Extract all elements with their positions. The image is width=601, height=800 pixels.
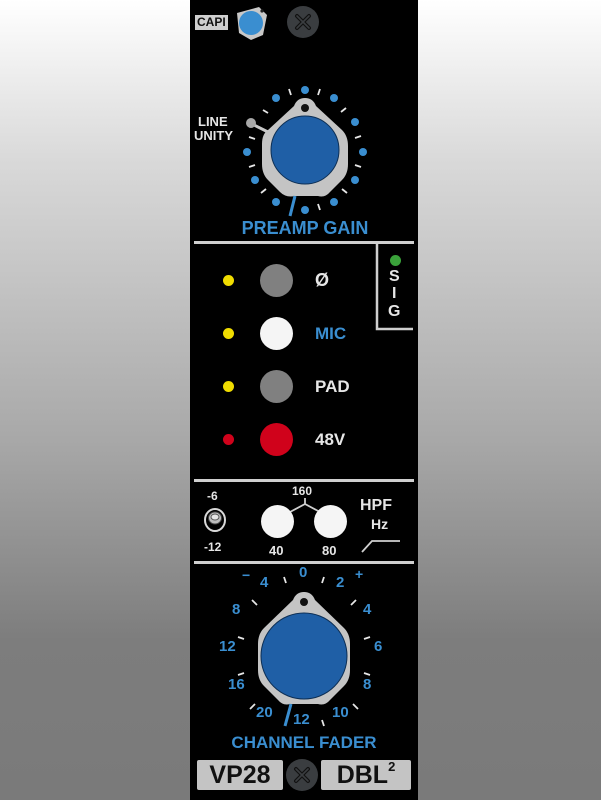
preamp-gain-title: PREAMP GAIN: [241, 218, 369, 238]
fader-scale-right-1: 4: [363, 601, 372, 618]
hpf-slope-toggle[interactable]: [203, 507, 227, 533]
hpf-80hz-button[interactable]: [314, 505, 347, 538]
preamp-gain-knob[interactable]: [230, 82, 380, 222]
hpf-160-label: 160: [292, 484, 313, 498]
fader-scale-left-1: 8: [232, 601, 241, 618]
fader-scale-left-4: 20: [256, 704, 273, 721]
module-panel: CAPI: [190, 0, 418, 800]
hpf-combine-connector: [289, 498, 321, 513]
top-mounting-screw: [287, 6, 319, 38]
fader-scale-top: 0: [299, 564, 308, 581]
phantom-label: 48V: [315, 430, 346, 449]
divider-middle: [194, 479, 414, 482]
hpf-title: HPF: [360, 497, 392, 514]
mic-button[interactable]: [260, 317, 293, 350]
unity-label: UNITY: [194, 128, 233, 143]
gain-scale-dots: [243, 86, 367, 214]
fader-plus-sign: +: [355, 566, 364, 582]
hpf-80-label: 80: [322, 543, 337, 558]
sig-letter-i: I: [392, 285, 397, 302]
phase-invert-button[interactable]: [260, 264, 293, 297]
divider-bottom: [194, 561, 414, 564]
phantom-led: [223, 434, 234, 445]
fader-scale-right-2: 6: [374, 638, 383, 655]
variant-nameplate: DBL2: [321, 760, 411, 790]
gain-scale-ticks: [248, 88, 362, 211]
model-label: VP28: [209, 761, 271, 789]
sig-box-outline: [375, 243, 413, 331]
bottom-mounting-screw: [286, 759, 318, 791]
model-nameplate: VP28: [197, 760, 283, 790]
brand-label: CAPI: [195, 15, 228, 30]
variant-superscript: 2: [388, 759, 396, 774]
fader-scale-right-4: 10: [332, 704, 349, 721]
pad-label: PAD: [315, 377, 350, 396]
sig-letter-s: S: [389, 268, 400, 285]
hpf-40-label: 40: [269, 543, 284, 558]
fader-minus-sign: −: [242, 567, 251, 583]
channel-fader-title: CHANNEL FADER: [231, 733, 377, 752]
hpf-toggle-bottom-label: -12: [204, 540, 222, 554]
fader-scale-left-2: 12: [219, 638, 236, 655]
sig-letter-g: G: [388, 303, 401, 320]
variant-label: DBL: [336, 761, 389, 789]
hpf-curve-icon: [361, 540, 400, 553]
fader-scale-ticks: [237, 576, 371, 727]
fader-scale-right-0: 2: [336, 574, 345, 591]
hpf-unit: Hz: [371, 516, 389, 532]
fader-scale-bottom: 12: [293, 711, 310, 728]
mic-led: [223, 328, 234, 339]
mic-label: MIC: [315, 324, 347, 343]
hpf-40hz-button[interactable]: [261, 505, 294, 538]
divider-top: [194, 241, 414, 244]
fader-scale-left-0: 4: [260, 574, 269, 591]
brand-logo-knob-icon: [237, 7, 267, 40]
phase-label: Ø: [315, 270, 330, 290]
screw-x-icon: [295, 14, 311, 30]
line-label: LINE: [198, 114, 228, 129]
phase-led: [223, 275, 234, 286]
phantom-48v-button[interactable]: [260, 423, 293, 456]
screw-x-icon: [294, 767, 310, 783]
signal-led: [390, 255, 401, 266]
pad-button[interactable]: [260, 370, 293, 403]
channel-fader-knob[interactable]: [234, 570, 374, 730]
pad-led: [223, 381, 234, 392]
hpf-toggle-top-label: -6: [207, 489, 218, 503]
fader-scale-left-3: 16: [228, 676, 245, 693]
fader-scale-right-3: 8: [363, 676, 372, 693]
